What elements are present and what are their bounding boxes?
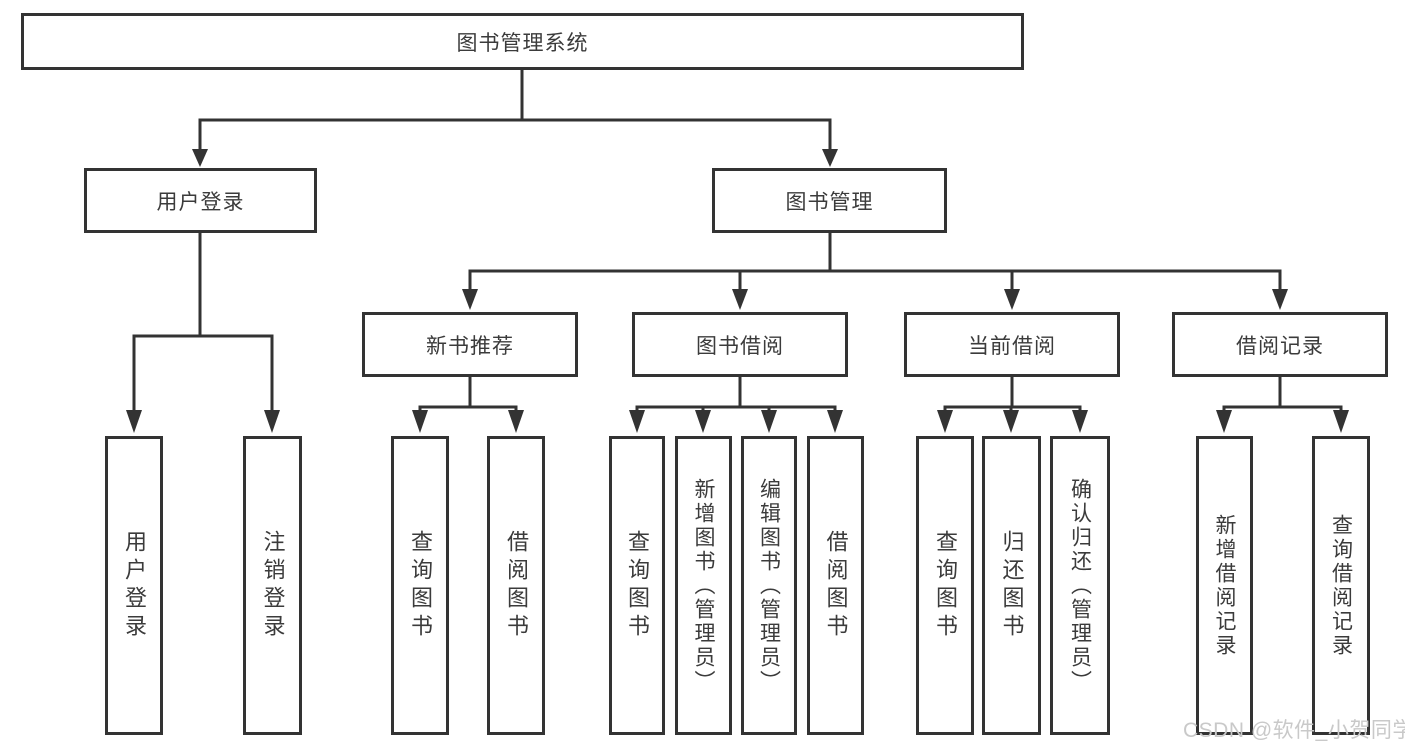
csdn-watermark: CSDN @软件_小贺同学 bbox=[1183, 719, 1405, 742]
leaf-confirm-return-admin-label: 确认归还（管理员） bbox=[1068, 477, 1092, 694]
node-borrowing-records: 借阅记录 bbox=[1172, 312, 1388, 377]
leaf-confirm-return-admin: 确认归还（管理员） bbox=[1050, 436, 1110, 735]
node-new-book-recommend: 新书推荐 bbox=[362, 312, 578, 377]
leaf-borrowing-query-books: 查询图书 bbox=[609, 436, 665, 735]
node-root-system: 图书管理系统 bbox=[21, 13, 1024, 70]
leaf-recommend-query-books-label: 查询图书 bbox=[408, 529, 433, 642]
node-book-management: 图书管理 bbox=[712, 168, 947, 233]
leaf-borrowing-borrow-books-label: 借阅图书 bbox=[823, 529, 849, 642]
leaf-add-borrow-record: 新增借阅记录 bbox=[1196, 436, 1253, 735]
leaf-current-query-books: 查询图书 bbox=[916, 436, 974, 735]
node-current-borrowing-label: 当前借阅 bbox=[968, 334, 1056, 358]
leaf-borrowing-query-books-label: 查询图书 bbox=[625, 529, 650, 642]
node-book-borrowing-label: 图书借阅 bbox=[696, 334, 784, 358]
leaf-edit-books-admin-label: 编辑图书（管理员） bbox=[757, 477, 781, 694]
leaf-query-borrow-record: 查询借阅记录 bbox=[1312, 436, 1370, 735]
leaf-edit-books-admin: 编辑图书（管理员） bbox=[741, 436, 797, 735]
leaf-borrowing-borrow-books: 借阅图书 bbox=[807, 436, 864, 735]
leaf-recommend-query-books: 查询图书 bbox=[391, 436, 449, 735]
leaf-add-borrow-record-label: 新增借阅记录 bbox=[1213, 513, 1236, 658]
leaf-recommend-borrow-books-label: 借阅图书 bbox=[504, 529, 529, 642]
leaf-recommend-borrow-books: 借阅图书 bbox=[487, 436, 545, 735]
leaf-return-books-label: 归还图书 bbox=[999, 529, 1025, 642]
leaf-add-books-admin-label: 新增图书（管理员） bbox=[692, 477, 715, 694]
leaf-return-books: 归还图书 bbox=[982, 436, 1041, 735]
node-borrowing-records-label: 借阅记录 bbox=[1236, 334, 1324, 358]
leaf-user-login: 用户登录 bbox=[105, 436, 163, 735]
leaf-logout: 注销登录 bbox=[243, 436, 302, 735]
node-current-borrowing: 当前借阅 bbox=[904, 312, 1120, 377]
node-book-borrowing: 图书借阅 bbox=[632, 312, 848, 377]
node-new-book-recommend-label: 新书推荐 bbox=[426, 334, 514, 358]
leaf-user-login-label: 用户登录 bbox=[122, 529, 147, 642]
leaf-query-borrow-record-label: 查询借阅记录 bbox=[1329, 513, 1353, 658]
node-root-label: 图书管理系统 bbox=[456, 31, 589, 55]
node-user-login-label: 用户登录 bbox=[156, 190, 245, 214]
leaf-add-books-admin: 新增图书（管理员） bbox=[675, 436, 732, 735]
node-book-management-label: 图书管理 bbox=[785, 190, 874, 214]
leaf-current-query-books-label: 查询图书 bbox=[933, 529, 958, 642]
leaf-logout-label: 注销登录 bbox=[260, 529, 286, 642]
node-user-login: 用户登录 bbox=[84, 168, 317, 233]
